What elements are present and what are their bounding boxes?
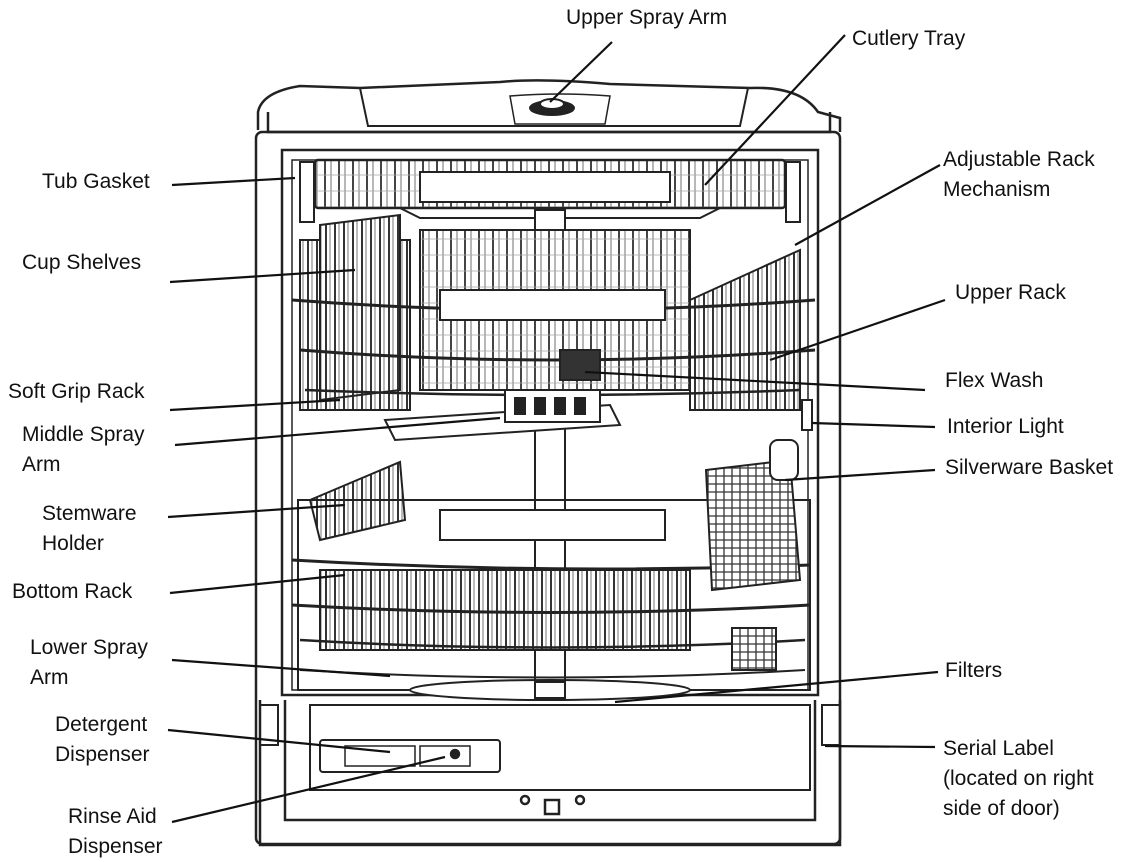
label-interior-light: Interior Light (947, 415, 1064, 438)
leader-interior-light (811, 421, 936, 429)
interior-light-shape (801, 399, 813, 431)
leader-soft-grip-rack (169, 398, 341, 412)
upper-rack (291, 213, 816, 411)
leader-upper-rack (769, 298, 946, 362)
leader-lower-spray-arm (171, 658, 391, 678)
leader-flex-wash (584, 370, 926, 392)
leader-serial-label (824, 744, 936, 749)
leader-middle-spray-arm (174, 416, 501, 447)
leader-cup-shelves (169, 268, 356, 284)
leader-bottom-rack (169, 573, 346, 595)
door (258, 700, 842, 847)
label-detergent-dispenser: Detergent Dispenser (55, 713, 150, 766)
label-rinse-aid-dispenser: Rinse Aid Dispenser (68, 805, 163, 858)
label-filters: Filters (945, 659, 1003, 682)
bottom-rack (291, 499, 811, 691)
label-upper-rack: Upper Rack (955, 281, 1066, 304)
leader-silverware-basket (784, 468, 936, 482)
lower-spray-arm-shape (409, 679, 691, 701)
top-cover (359, 87, 749, 127)
label-stemware-holder: Stemware Holder (42, 502, 137, 555)
leader-rinse-aid (171, 755, 446, 824)
label-lower-spray-arm: Lower Spray Arm (30, 636, 148, 689)
label-serial-label: Serial Label (located on right side of d… (943, 737, 1094, 820)
leader-detergent-dispenser (167, 728, 391, 754)
label-cup-shelves: Cup Shelves (22, 251, 142, 274)
label-flex-wash: Flex Wash (945, 369, 1044, 392)
leader-filters (614, 670, 939, 704)
label-middle-spray-arm: Middle Spray Arm (22, 423, 145, 476)
label-upper-spray-arm: Upper Spray Arm (566, 6, 728, 29)
label-silverware-basket: Silverware Basket (945, 456, 1114, 479)
middle-spray-arm (383, 389, 622, 442)
label-adjustable-rack-mechanism: Adjustable Rack Mechanism (943, 148, 1095, 201)
leader-cutlery-tray (704, 34, 846, 186)
leader-adjustable-rack (794, 164, 941, 246)
label-soft-grip-rack: Soft Grip Rack (8, 380, 145, 403)
label-tub-gasket: Tub Gasket (42, 170, 150, 193)
leader-lines (167, 34, 946, 824)
label-bottom-rack: Bottom Rack (12, 580, 133, 603)
leader-stemware-holder (167, 503, 346, 519)
leader-upper-spray-arm (549, 41, 613, 103)
leader-tub-gasket (171, 176, 296, 187)
label-cutlery-tray: Cutlery Tray (852, 27, 966, 50)
silverware-basket-shape (704, 439, 802, 671)
